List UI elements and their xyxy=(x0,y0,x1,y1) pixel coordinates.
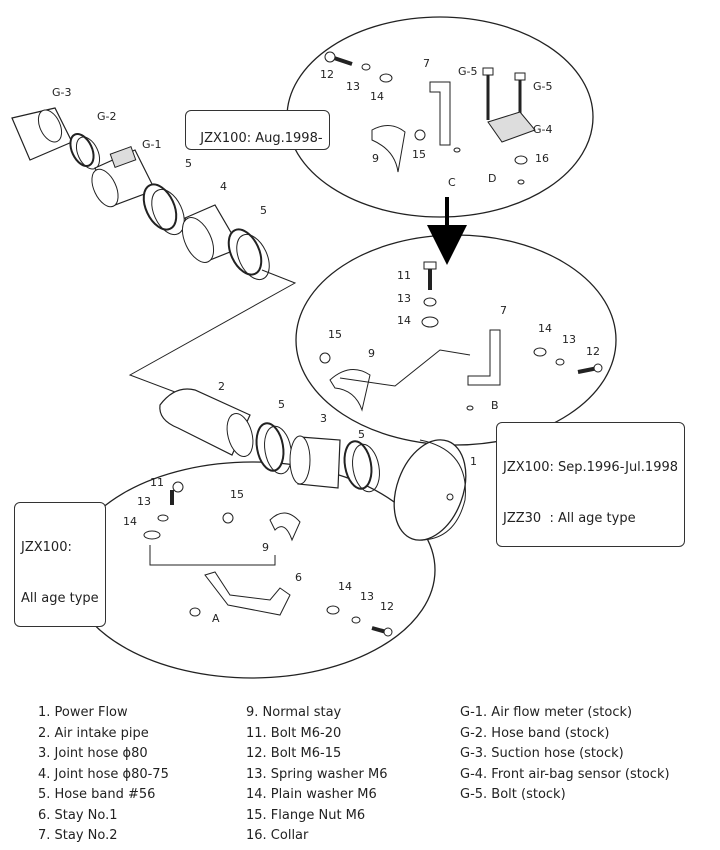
label-mid-13: 13 xyxy=(397,292,411,305)
label-mid-11: 11 xyxy=(397,269,411,282)
legend-item: 6. Stay No.1 xyxy=(38,807,118,823)
joint-hose-3 xyxy=(289,435,341,489)
legend-item: 3. Joint hose ϕ80 xyxy=(38,746,148,761)
legend-item: 12. Bolt M6-15 xyxy=(246,746,342,761)
note-bottom-line2: All age type xyxy=(21,591,99,606)
label-mid-7: 7 xyxy=(500,304,507,317)
joint-hose-4 xyxy=(181,204,241,263)
label-top-14: 14 xyxy=(370,90,384,103)
leader-line-upper xyxy=(128,269,297,393)
legend-item: 14. Plain washer M6 xyxy=(246,787,377,802)
legend-item: 13. Spring washer M6 xyxy=(246,766,388,782)
exploded-parts-diagram: G-3 G-2 G-1 5 4 5 2 5 3 5 1 12 13 14 7 G… xyxy=(11,16,617,679)
label-point-b: B xyxy=(491,399,499,412)
label-g2: G-2 xyxy=(97,110,117,123)
legend-item: 15. Flange Nut M6 xyxy=(246,807,366,823)
label-mid-9: 9 xyxy=(368,347,375,360)
label-bot-14: 14 xyxy=(123,515,137,528)
middle-detail-parts xyxy=(319,261,603,412)
legend-item: G-2. Hose band (stock) xyxy=(460,725,610,741)
label-g1: G-1 xyxy=(142,138,162,151)
legend-column-3: G-1. Air flow meter (stock) G-2. Hose ba… xyxy=(460,703,670,806)
label-bot-9: 9 xyxy=(262,541,269,554)
label-top-7: 7 xyxy=(423,57,430,70)
air-intake-pipe-2 xyxy=(159,388,254,457)
label-mid-14b: 14 xyxy=(538,322,552,335)
label-mid-13b: 13 xyxy=(562,333,576,346)
note-top-text: JZX100: Aug.1998- xyxy=(200,131,323,146)
note-middle-line2: JZZ30 : All age type xyxy=(503,511,636,526)
legend-item: 1. Power Flow xyxy=(38,705,128,720)
note-bottom: JZX100: All age type xyxy=(14,502,106,627)
legend-item: 2. Air intake pipe xyxy=(38,725,149,741)
label-g5: G-5 xyxy=(458,65,478,78)
label-bot-15: 15 xyxy=(230,488,244,501)
legend-item: 9. Normal stay xyxy=(246,705,342,720)
legend-item: 11. Bolt M6-20 xyxy=(246,725,342,741)
label-bot-14b: 14 xyxy=(338,580,352,593)
note-bottom-line1: JZX100: xyxy=(21,540,72,555)
detail-ellipse-bottom xyxy=(68,461,436,679)
top-detail-parts xyxy=(324,51,536,185)
label-g3: G-3 xyxy=(52,86,72,99)
label-part-5: 5 xyxy=(185,157,192,170)
label-bot-13: 13 xyxy=(137,495,151,508)
legend-item: 16. Collar xyxy=(246,828,309,843)
label-point-a: A xyxy=(212,612,220,625)
label-bot-13b: 13 xyxy=(360,590,374,603)
legend-item: G-1. Air flow meter (stock) xyxy=(460,705,633,720)
legend-item: 7. Stay No.2 xyxy=(38,828,118,843)
legend-item: G-4. Front air-bag sensor (stock) xyxy=(460,766,670,782)
label-mid-14: 14 xyxy=(397,314,411,327)
hose-band-5-center-right xyxy=(343,440,380,493)
label-top-13: 13 xyxy=(346,80,360,93)
label-part-3: 3 xyxy=(320,412,327,425)
label-top-12: 12 xyxy=(320,68,334,81)
power-flow-filter-1 xyxy=(393,439,467,541)
note-middle-line1: JZX100: Sep.1996-Jul.1998 xyxy=(503,460,679,475)
hose-band-5-right xyxy=(227,228,270,281)
label-bot-6: 6 xyxy=(295,571,302,584)
label-bot-12: 12 xyxy=(380,600,394,613)
air-flow-meter-g1 xyxy=(91,146,156,208)
label-mid-15: 15 xyxy=(328,328,342,341)
label-part-5: 5 xyxy=(278,398,285,411)
legend-item: 4. Joint hose ϕ80-75 xyxy=(38,766,169,782)
legend-column-1: 1. Power Flow 2. Air intake pipe 3. Join… xyxy=(38,703,169,847)
legend-item: G-5. Bolt (stock) xyxy=(460,787,566,802)
label-point-c: C xyxy=(448,176,456,189)
label-part-1: 1 xyxy=(470,455,477,468)
legend-item: 5. Hose band #56 xyxy=(38,787,156,802)
label-top-9: 9 xyxy=(372,152,379,165)
bottom-detail-parts xyxy=(143,481,393,637)
note-top: JZX100: Aug.1998- xyxy=(185,110,330,150)
suction-hose-g3 xyxy=(11,107,73,161)
note-middle: JZX100: Sep.1996-Jul.1998 JZZ30 : All ag… xyxy=(496,422,686,547)
label-part-5: 5 xyxy=(358,428,365,441)
label-point-d: D xyxy=(488,172,496,185)
legend-column-2: 9. Normal stay 11. Bolt M6-20 12. Bolt M… xyxy=(246,703,387,847)
hose-band-5-left xyxy=(142,183,185,236)
label-part-4: 4 xyxy=(220,180,227,193)
label-part-5: 5 xyxy=(260,204,267,217)
label-top-16: 16 xyxy=(535,152,549,165)
label-mid-12: 12 xyxy=(586,345,600,358)
label-g5: G-5 xyxy=(533,80,553,93)
hose-band-g2 xyxy=(69,133,101,170)
label-part-2: 2 xyxy=(218,380,225,393)
label-top-15: 15 xyxy=(412,148,426,161)
label-g4: G-4 xyxy=(533,123,553,136)
label-bot-11: 11 xyxy=(150,476,164,489)
hose-band-5-center-left xyxy=(255,422,292,475)
legend-item: G-3. Suction hose (stock) xyxy=(460,746,624,761)
